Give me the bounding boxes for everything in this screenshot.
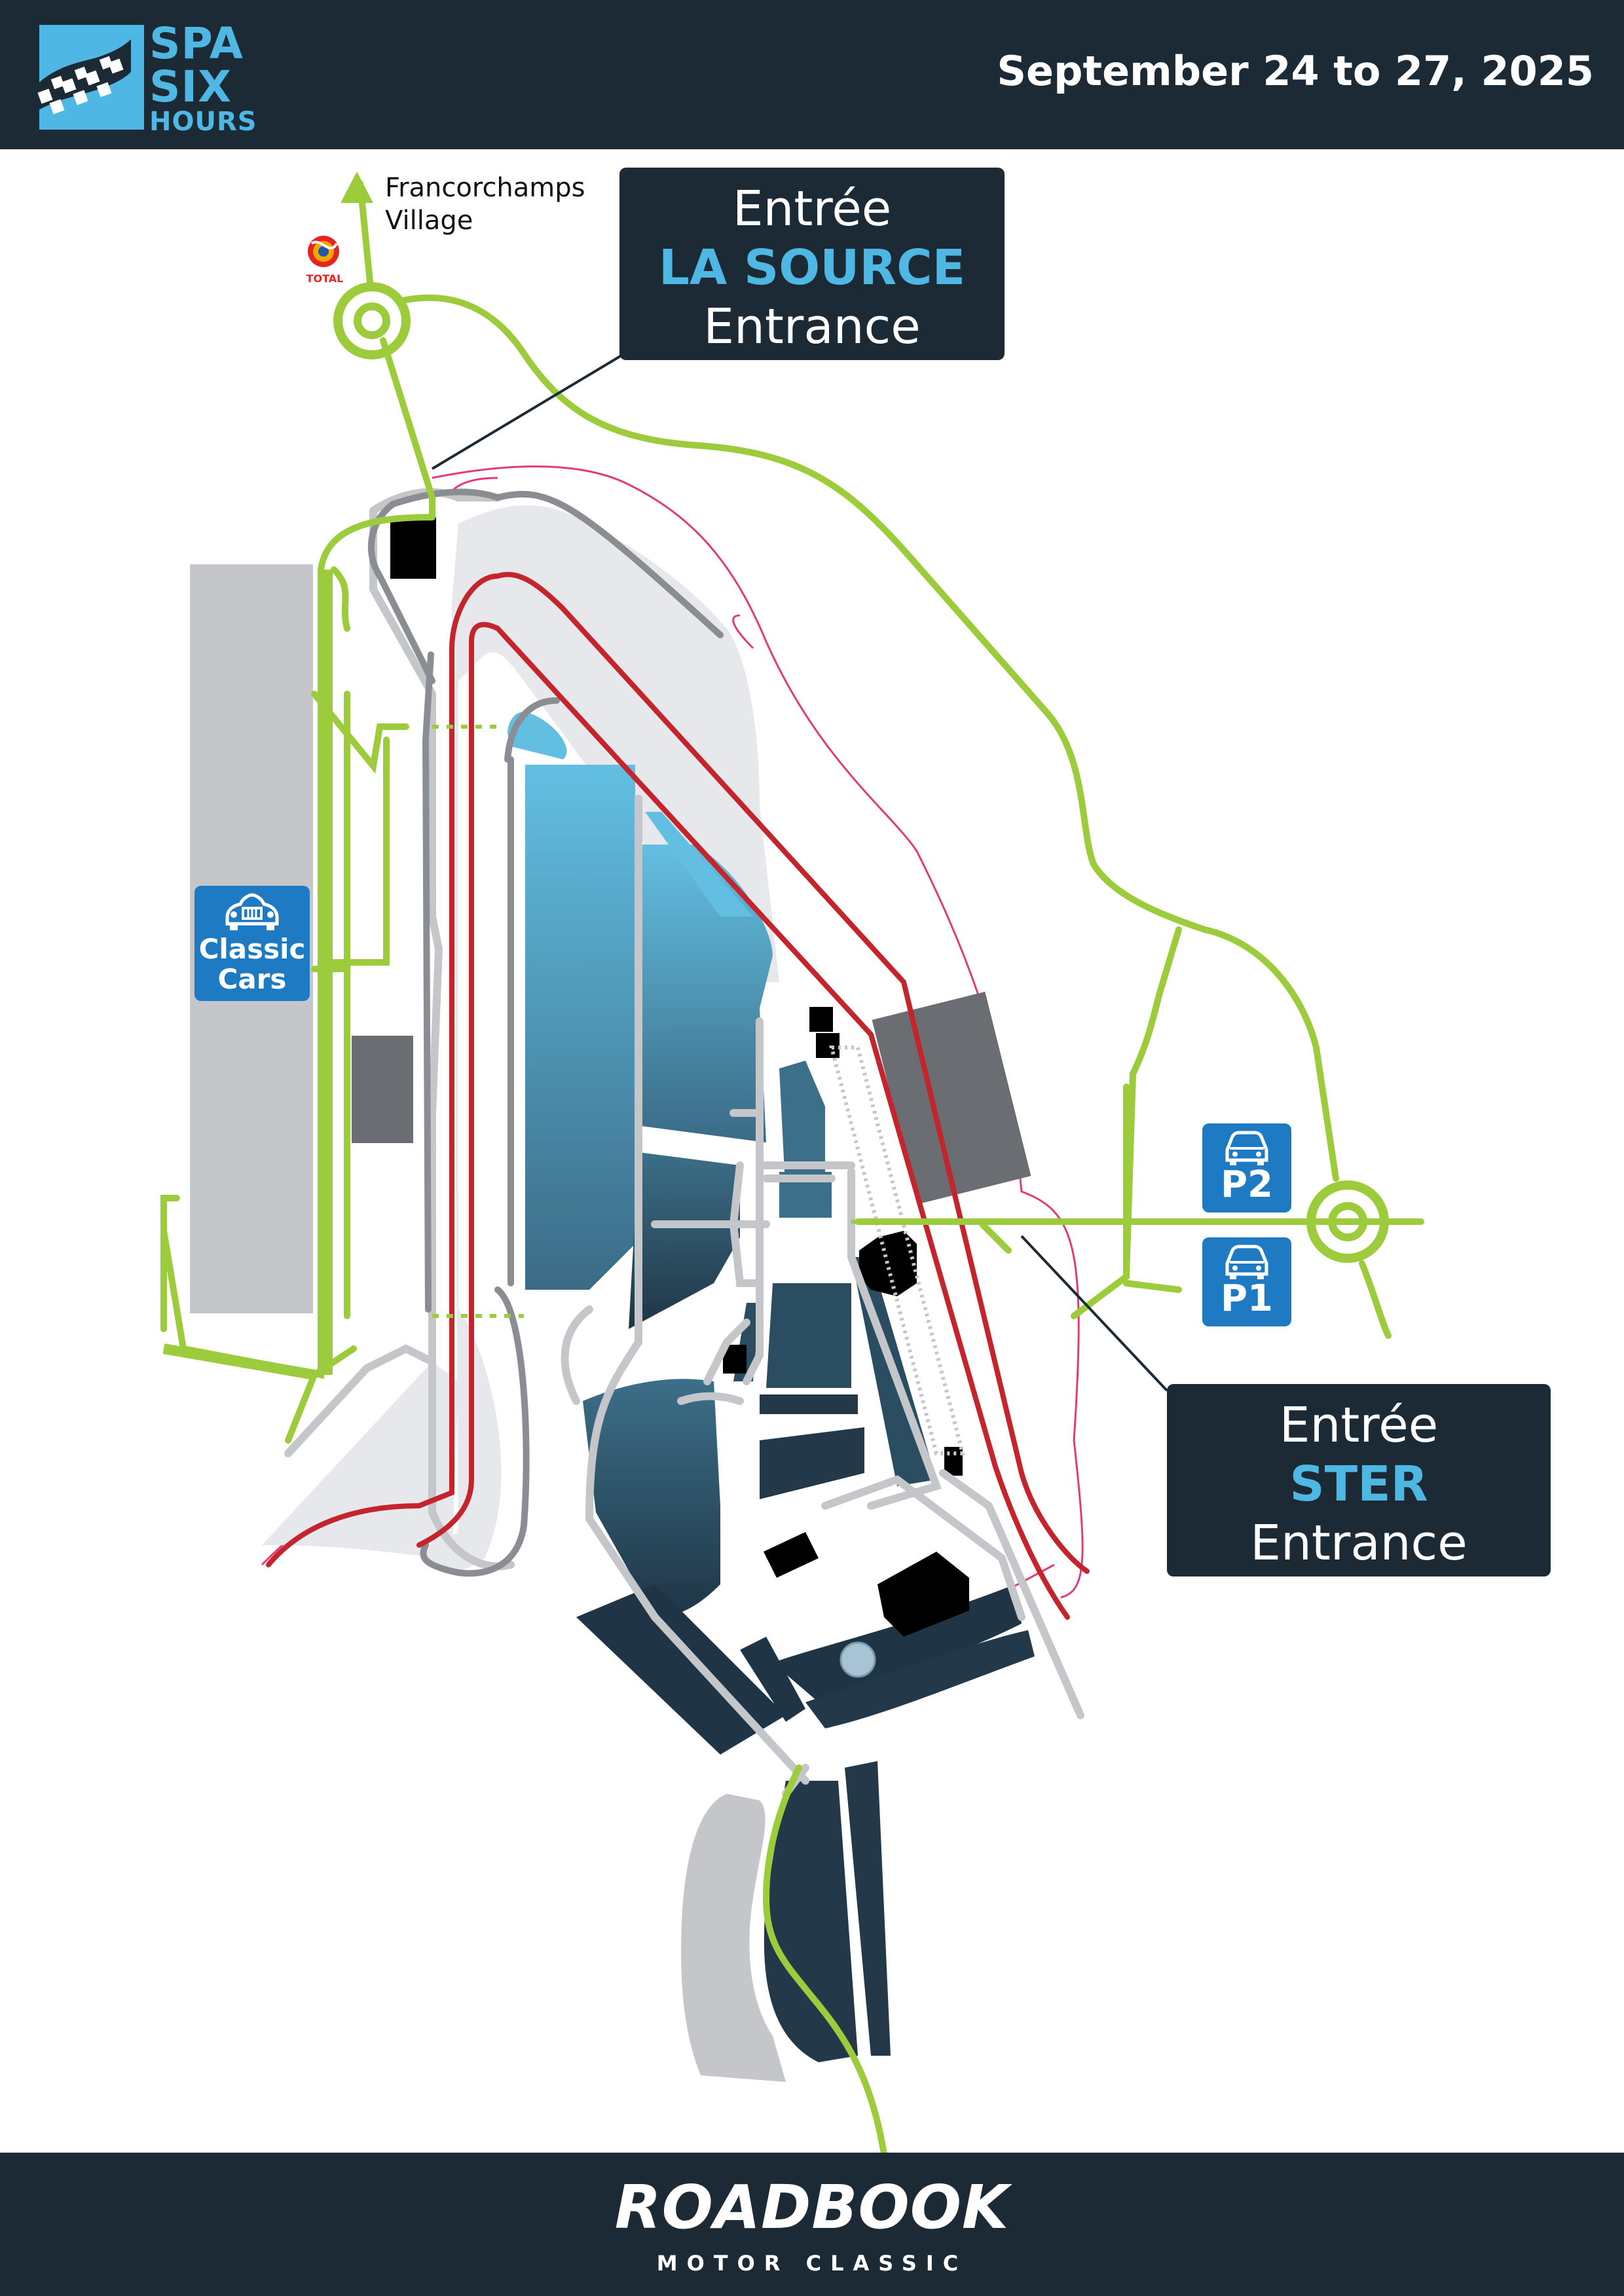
footer-bar: ROADBOOK MOTOR CLASSIC xyxy=(0,2153,1624,2296)
paddock-zone-3 xyxy=(629,1152,740,1329)
leader-la-source xyxy=(431,352,626,470)
parking-p2-badge: P2 xyxy=(1202,1123,1291,1212)
header-bar: SPA SIX HOURS September 24 to 27, 2025 xyxy=(0,0,1624,149)
roundabout-tower xyxy=(859,1231,917,1296)
event-dates: September 24 to 27, 2025 xyxy=(997,47,1594,95)
checkered-flag-icon xyxy=(16,39,131,124)
classic-cars-line-1: Classic xyxy=(198,933,306,965)
entrance-name: LA SOURCE xyxy=(658,240,966,296)
parking-p2-label: P2 xyxy=(1220,1163,1273,1206)
parking-p1-label: P1 xyxy=(1220,1277,1273,1320)
classic-cars-line-2: Cars xyxy=(217,963,287,995)
paddock-zone-2 xyxy=(640,845,773,1142)
pit-lane xyxy=(829,1046,965,1455)
south-grey-area xyxy=(681,1794,786,2082)
building-left xyxy=(352,1036,413,1143)
destination-line-1: Francorchamps xyxy=(385,173,585,203)
logo-line-2: SIX xyxy=(149,62,232,112)
destination-line-2: Village xyxy=(385,206,473,236)
classic-car-icon xyxy=(225,893,279,930)
roundabout-north xyxy=(333,282,411,359)
footer-brand: ROADBOOK xyxy=(614,2172,1010,2242)
infield-area xyxy=(419,505,779,1573)
logo-line-1: SPA xyxy=(149,18,244,69)
total-fuel-station-icon xyxy=(308,236,339,267)
la-source-entrance-label: Entrée LA SOURCE Entrance xyxy=(619,168,1005,360)
leader-ster xyxy=(1020,1235,1168,1392)
arrow-to-village xyxy=(341,172,373,203)
race-track xyxy=(266,572,1090,1620)
access-roads xyxy=(160,180,1424,2153)
ster-entrance-label: Entrée STER Entrance xyxy=(1167,1384,1551,1576)
paddock-zone-4 xyxy=(583,1379,720,1617)
entrance-line-en: Entrance xyxy=(703,299,921,355)
building-source xyxy=(390,517,436,579)
paddock-zone-1 xyxy=(525,765,635,1290)
logo-line-3: HOURS xyxy=(149,107,257,137)
entrance-name: STER xyxy=(1289,1456,1428,1512)
roundabout-east xyxy=(1306,1180,1389,1263)
parking-p1-badge: P1 xyxy=(1202,1237,1291,1326)
entrance-line-fr: Entrée xyxy=(732,181,892,237)
classic-cars-parking-badge: Classic Cars xyxy=(194,886,310,1001)
entrance-line-fr: Entrée xyxy=(1279,1397,1439,1453)
south-paddock xyxy=(764,1781,858,2062)
building-central xyxy=(877,1552,969,1637)
car-icon xyxy=(1225,1131,1268,1165)
destination-label: Francorchamps Village xyxy=(385,172,585,237)
building-right xyxy=(872,991,1031,1205)
footer-subtitle: MOTOR CLASSIC xyxy=(656,2251,968,2276)
car-icon xyxy=(1225,1245,1268,1279)
fuel-brand-label: TOTAL xyxy=(306,272,344,285)
entrance-line-en: Entrance xyxy=(1250,1515,1467,1571)
logo-wordmark: SPA SIX HOURS xyxy=(149,18,267,137)
spa-six-hours-logo xyxy=(16,25,144,130)
circuit-map xyxy=(160,172,1424,2153)
